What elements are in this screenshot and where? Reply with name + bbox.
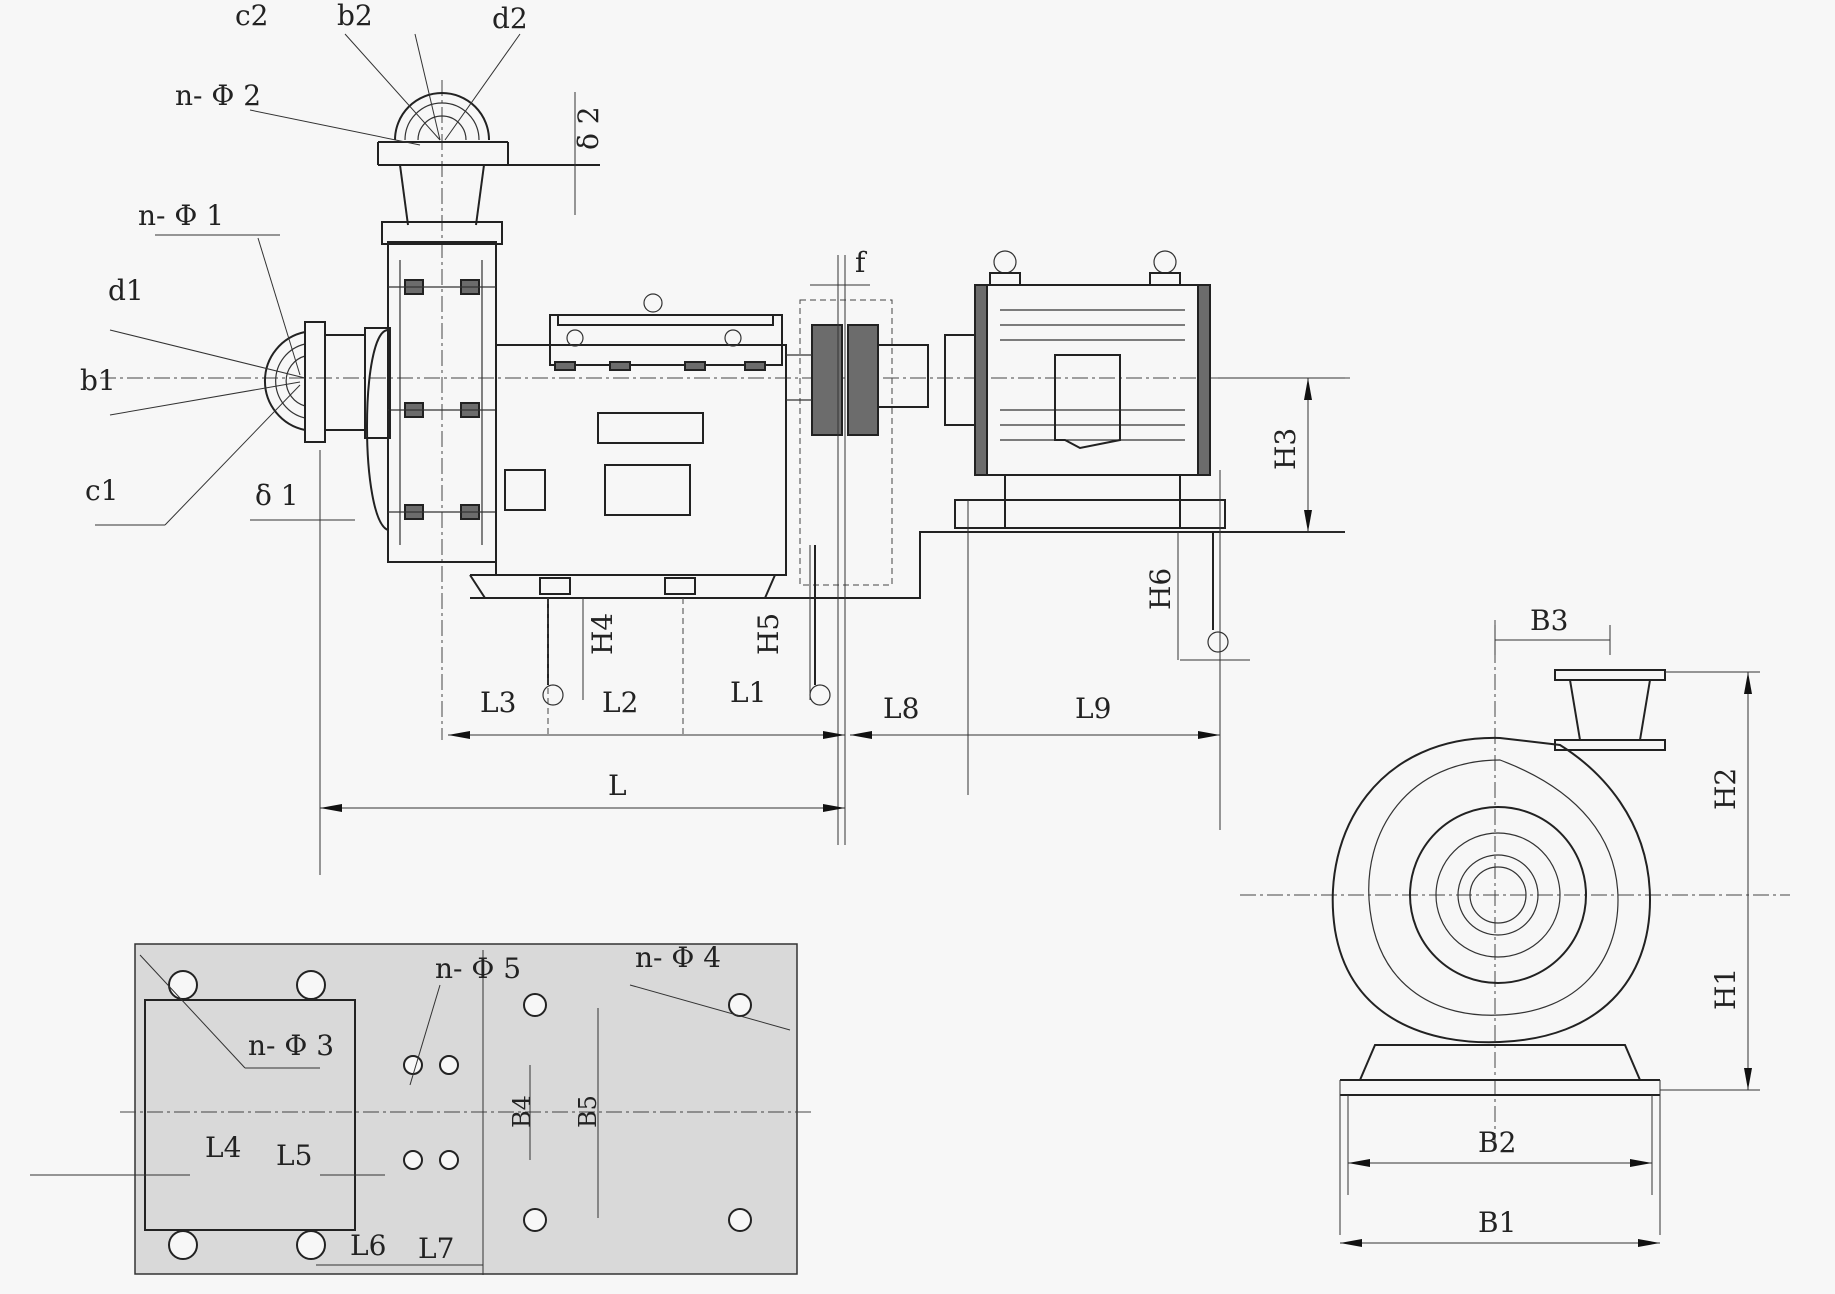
label-b1: b1 (80, 364, 116, 397)
side-elevation-view (95, 33, 1350, 875)
label-c1: c1 (85, 474, 119, 507)
label-L7: L7 (418, 1232, 454, 1265)
label-L6: L6 (350, 1229, 386, 1262)
label-n-phi2: n- Φ 2 (175, 79, 261, 112)
label-B3: B3 (1530, 604, 1568, 637)
baseplate-outline (470, 531, 1280, 599)
label-d2: d2 (492, 2, 528, 35)
dimension-labels: c2 b2 d2 n- Φ 2 δ 2 n- Φ 1 d1 b1 c1 δ 1 … (80, 0, 1742, 1265)
label-H1: H1 (1709, 968, 1742, 1010)
label-H4: H4 (586, 613, 619, 655)
label-L8: L8 (883, 692, 919, 725)
coupling (786, 299, 929, 586)
label-H3: H3 (1269, 428, 1302, 470)
plan-panel (134, 943, 798, 1275)
label-f: f (855, 246, 868, 279)
outlet-elbow (377, 92, 600, 245)
label-L4: L4 (205, 1131, 241, 1164)
label-n-phi1: n- Φ 1 (138, 199, 224, 232)
motor (944, 250, 1226, 529)
label-L2: L2 (602, 686, 638, 719)
label-L1: L1 (730, 676, 766, 709)
anchor-bolts (542, 532, 1229, 706)
label-delta2: δ 2 (572, 106, 605, 150)
inlet-elbow (263, 321, 391, 443)
label-d1: d1 (108, 274, 144, 307)
label-b2: b2 (337, 0, 373, 32)
label-n-phi3: n- Φ 3 (248, 1029, 334, 1062)
label-H5: H5 (752, 613, 785, 655)
label-c2: c2 (235, 0, 269, 32)
label-B2: B2 (1478, 1126, 1516, 1159)
foundation-plan-view (30, 943, 815, 1275)
bearing-assembly (469, 293, 787, 599)
label-n-phi5: n- Φ 5 (435, 952, 521, 985)
label-n-phi4: n- Φ 4 (635, 941, 721, 974)
label-L5: L5 (276, 1139, 312, 1172)
label-B5: B5 (574, 1095, 602, 1128)
label-H2: H2 (1709, 768, 1742, 810)
end-view (1240, 620, 1790, 1247)
label-L9: L9 (1075, 692, 1111, 725)
label-L: L (608, 769, 627, 802)
pump-casing (366, 241, 497, 563)
label-B4: B4 (508, 1095, 536, 1128)
label-H6: H6 (1144, 568, 1177, 610)
label-B1: B1 (1478, 1206, 1516, 1239)
label-delta1: δ 1 (255, 479, 299, 512)
label-L3: L3 (480, 686, 516, 719)
